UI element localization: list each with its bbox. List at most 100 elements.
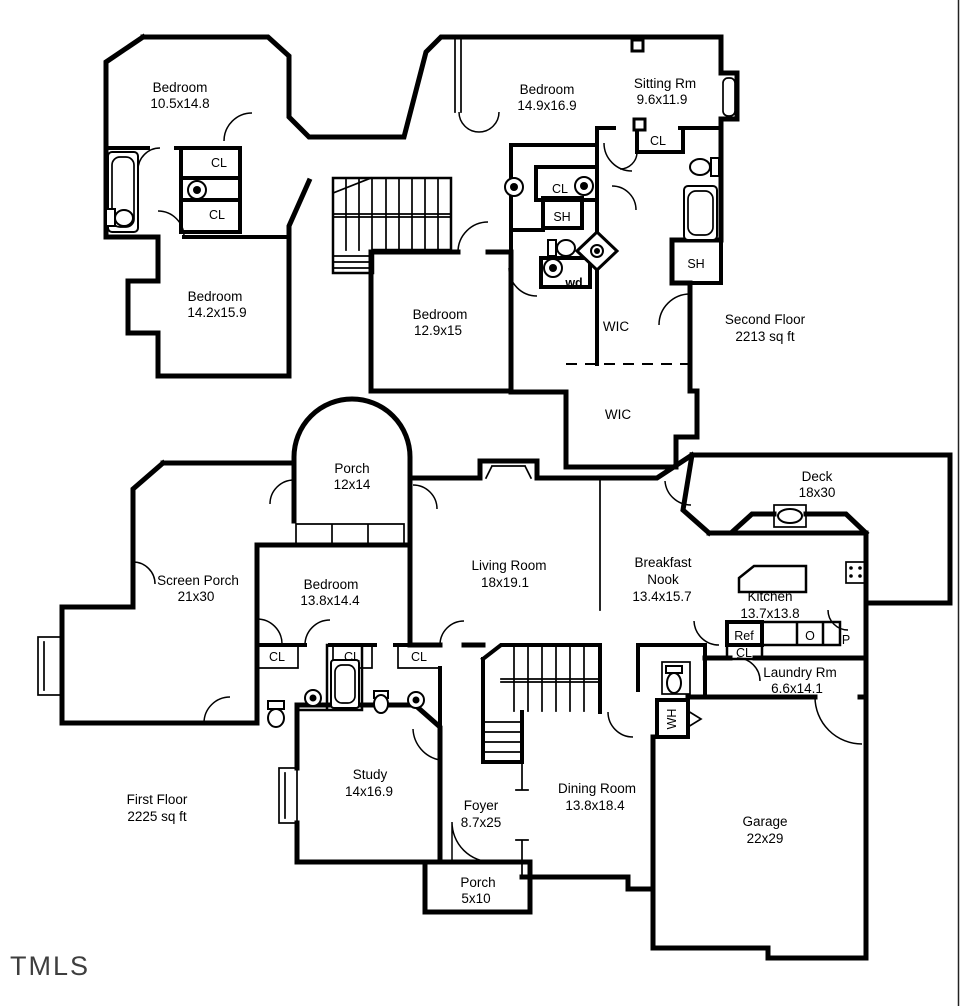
room-dims: 10.5x14.8	[150, 96, 209, 111]
door-arc	[478, 111, 500, 133]
room-dims: 18x19.1	[481, 575, 529, 590]
floor-title: First Floor	[127, 792, 188, 807]
stove-burner-dot	[858, 566, 862, 570]
bay-tub-inner	[722, 77, 736, 117]
door-arc	[451, 821, 493, 863]
closet-label: CL	[650, 134, 666, 148]
second-floor-fixtures	[105, 38, 736, 278]
door-arc	[223, 112, 253, 142]
oven-label: O	[805, 629, 815, 643]
ff-garage-walls	[650, 694, 869, 961]
door-arc	[827, 609, 849, 631]
ff-deck-walls	[680, 452, 953, 606]
ff-bath-partitions	[295, 643, 417, 712]
ff-stairs-walls	[480, 643, 602, 764]
sink-drain-icon	[193, 186, 201, 194]
closet-label: CL	[552, 182, 568, 196]
ff-main-top-wall	[407, 451, 696, 481]
bathtub	[683, 185, 718, 241]
door-arc	[457, 221, 489, 253]
room-label: Sitting Rm	[634, 76, 696, 91]
sink-drain-icon	[510, 183, 518, 191]
refrigerator-label: Ref	[734, 629, 754, 643]
room-dims: 9.6x11.9	[637, 92, 688, 107]
room-label: Bedroom	[188, 289, 243, 304]
room-label: Dining Room	[558, 781, 636, 796]
tmls-watermark: TMLS	[10, 951, 90, 981]
sink-drain-icon	[309, 694, 317, 702]
sf-exterior-wall-main	[140, 34, 740, 470]
room-label: Screen Porch	[157, 573, 239, 588]
room-label: Bedroom	[520, 82, 575, 97]
toilet-tank	[267, 700, 285, 710]
second-floor-stairs	[331, 176, 453, 275]
ff-fireplace-inner	[484, 465, 533, 480]
deck-planter-box	[773, 504, 807, 528]
door-arc	[203, 696, 231, 724]
toilet-bowl	[267, 708, 285, 728]
chimney-marker	[630, 38, 645, 53]
sf-window-lines	[454, 39, 462, 113]
stove-burner-dot	[849, 574, 853, 578]
toilet-bowl	[666, 672, 682, 694]
sf-bedroom4-walls	[368, 249, 514, 394]
pantry-label: P	[842, 633, 850, 647]
room-dims: 14.2x15.9	[187, 305, 246, 320]
ff-water-heater-arrow	[687, 709, 703, 729]
toilet-tank	[547, 239, 557, 257]
ff-water-heater-box	[655, 698, 690, 739]
room-label: Garage	[742, 814, 787, 829]
sf-stairwell-outline	[331, 176, 453, 275]
ff-dining-bottom-wall	[519, 859, 656, 892]
closet-label: CL	[269, 650, 285, 664]
first-floor-door-arcs	[132, 479, 863, 863]
sf-left-bath-walls	[104, 146, 291, 239]
sf-stair-treads	[331, 176, 452, 269]
ff-porch-arch	[291, 396, 413, 524]
shower-label: SH	[553, 210, 570, 224]
door-arc	[256, 618, 283, 645]
room-label: Study	[353, 767, 388, 782]
sf-exterior-wall-left-wing	[103, 33, 313, 379]
ff-stair-treads	[483, 645, 601, 753]
sf-sitting-closet-box	[635, 126, 685, 154]
screen-porch-bay-window	[37, 636, 63, 696]
bathtub	[330, 659, 360, 709]
water-heater-label: WH	[665, 709, 679, 730]
room-dims: 13.8x18.4	[565, 798, 625, 813]
room-label: Nook	[647, 572, 679, 587]
door-arc	[508, 267, 538, 297]
door-arc	[611, 185, 637, 211]
room-dims: 14x16.9	[345, 784, 393, 799]
second-floor-door-arcs	[137, 111, 691, 326]
room-dims: 12.9x15	[414, 323, 462, 338]
ff-screen-porch-walls	[59, 459, 297, 726]
ff-study-walls	[294, 702, 443, 865]
door-arc	[412, 728, 441, 761]
sf-washer-dryer-box	[539, 256, 592, 289]
door-arc	[458, 111, 480, 133]
room-dims: 21x30	[178, 589, 215, 604]
room-label: Porch	[334, 461, 369, 476]
sink-bowl	[373, 694, 389, 714]
sf-shower-center-box	[541, 196, 584, 230]
first-floor-stairs	[483, 645, 601, 753]
door-arc	[693, 620, 720, 646]
toilet-bowl	[114, 209, 134, 227]
ff-kitchen-walls	[706, 530, 869, 661]
door-arc	[157, 210, 185, 238]
room-label: Deck	[802, 469, 833, 484]
door-arc	[304, 619, 331, 646]
room-dims: 22x29	[747, 831, 784, 846]
washer-dryer-label: wd	[564, 276, 582, 290]
toilet-tank	[665, 665, 683, 674]
door-arc	[814, 696, 863, 745]
toilet-bowl	[689, 158, 711, 176]
stove-burner-dot	[858, 574, 862, 578]
room-label: Bedroom	[153, 80, 208, 95]
door-arc	[137, 147, 161, 171]
bathtub-inner	[111, 156, 135, 228]
door-arc	[269, 479, 295, 505]
